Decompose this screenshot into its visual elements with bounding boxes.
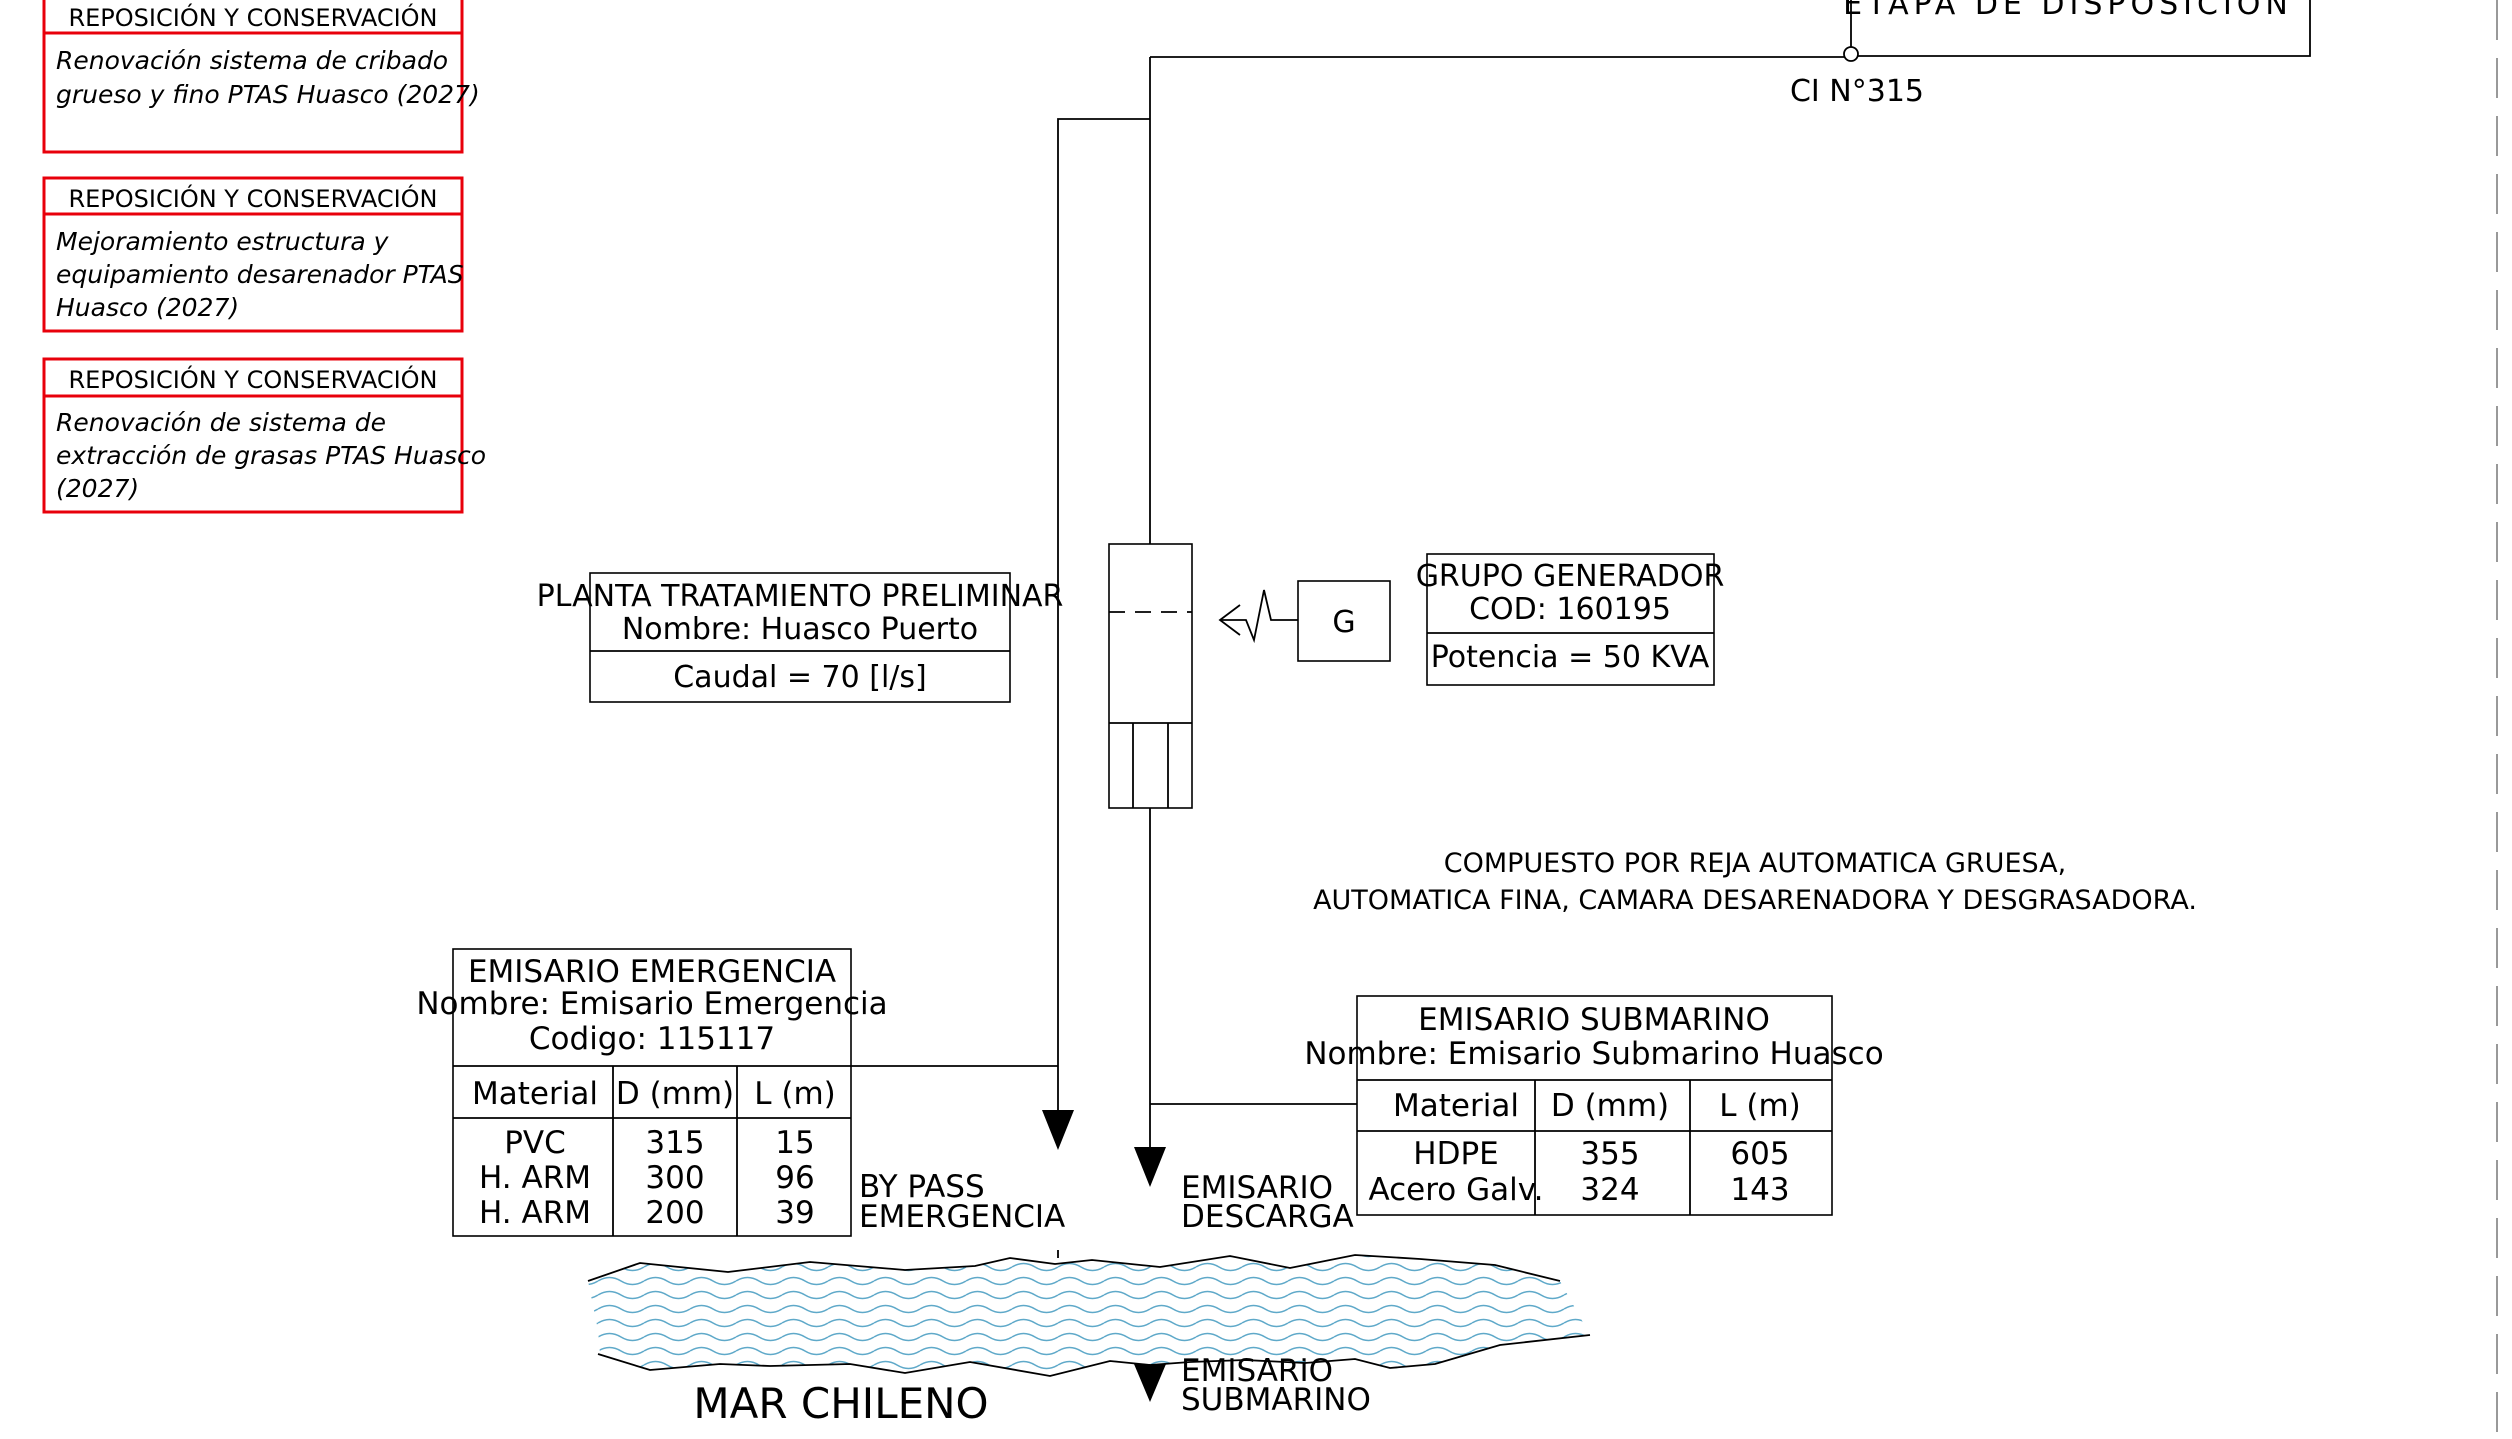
submarine-row-2-material: Acero Galv. bbox=[1368, 1172, 1543, 1208]
generator-box-frame bbox=[1426, 553, 1715, 686]
submarine-row-1-diameter: 355 bbox=[1580, 1136, 1639, 1172]
bypass-label-1: BY PASS bbox=[859, 1169, 985, 1205]
red-note-1-line-1: Renovación sistema de cribado bbox=[56, 46, 448, 75]
red-note-3-heading: REPOSICIÓN Y CONSERVACIÓN bbox=[68, 364, 437, 394]
discharge-label-2: DESCARGA bbox=[1181, 1199, 1354, 1235]
red-note-3-line-2: extracción de grasas PTAS Huasco bbox=[56, 441, 486, 470]
disposal-box-title: ETAPA DE DISPOSICIÓN bbox=[1843, 0, 2293, 22]
disposal-box-frame bbox=[1850, 0, 2311, 57]
power-arrow-icon bbox=[1218, 604, 1241, 636]
inspection-chamber: CI N°315 bbox=[1790, 46, 1924, 109]
disposal-box: ETAPA DE DISPOSICIÓN bbox=[1843, 0, 2311, 57]
red-note-3-line-1: Renovación de sistema de bbox=[56, 408, 386, 437]
inspection-chamber-icon bbox=[1843, 46, 1859, 62]
treatment-unit bbox=[1108, 543, 1193, 809]
red-note-1-line-2: grueso y fino PTAS Huasco (2027) bbox=[56, 80, 480, 109]
red-note-2-line-3: Huasco (2027) bbox=[56, 293, 239, 322]
red-note-2: REPOSICIÓN Y CONSERVACIÓN Mejoramiento e… bbox=[42, 176, 464, 333]
red-note-2-heading: REPOSICIÓN Y CONSERVACIÓN bbox=[68, 183, 437, 213]
inspection-chamber-label: CI N°315 bbox=[1790, 74, 1924, 109]
sea-top-edge bbox=[587, 1254, 1561, 1282]
emergency-row-3-length: 39 bbox=[775, 1195, 814, 1231]
discharge-label-1: EMISARIO bbox=[1181, 1170, 1333, 1206]
submarine-header-diameter: D (mm) bbox=[1551, 1088, 1669, 1124]
emergency-table-frame bbox=[452, 948, 852, 1237]
emergency-name: Nombre: Emisario Emergencia bbox=[416, 986, 887, 1022]
red-note-2-frame bbox=[42, 176, 464, 333]
submarine-row-2-length: 143 bbox=[1730, 1172, 1789, 1208]
plant-name: Nombre: Huasco Puerto bbox=[622, 612, 978, 647]
emergency-row-2-material: H. ARM bbox=[479, 1160, 591, 1196]
emergency-outfall-table: EMISARIO EMERGENCIA Nombre: Emisario Eme… bbox=[416, 948, 888, 1237]
flow-labels: BY PASS EMERGENCIA EMISARIO DESCARGA EMI… bbox=[859, 1169, 1371, 1418]
red-note-3-line-3: (2027) bbox=[56, 474, 139, 503]
composition-note: COMPUESTO POR REJA AUTOMATICA GRUESA, AU… bbox=[1313, 848, 2197, 916]
plant-box: PLANTA TRATAMIENTO PRELIMINAR Nombre: Hu… bbox=[537, 572, 1064, 703]
sea-label: MAR CHILENO bbox=[693, 1379, 988, 1428]
submarine-header-material: Material bbox=[1393, 1088, 1519, 1124]
emergency-row-1-material: PVC bbox=[504, 1125, 566, 1161]
emergency-header-diameter: D (mm) bbox=[616, 1076, 734, 1112]
plant-box-frame bbox=[589, 572, 1011, 703]
red-note-1: REPOSICIÓN Y CONSERVACIÓN Renovación sis… bbox=[42, 0, 480, 154]
generator-power: Potencia = 50 KVA bbox=[1431, 640, 1710, 675]
submarine-row-1-length: 605 bbox=[1730, 1136, 1789, 1172]
sea-bottom-edge bbox=[597, 1334, 1591, 1377]
submarine-row-2-diameter: 324 bbox=[1580, 1172, 1639, 1208]
sea-waves bbox=[588, 1255, 1590, 1376]
submarine-row-1-material: HDPE bbox=[1413, 1136, 1498, 1172]
submarine-arrow-icon bbox=[1134, 1364, 1166, 1402]
emergency-row-2-length: 96 bbox=[775, 1160, 814, 1196]
red-note-2-line-2: equipamiento desarenador PTAS bbox=[56, 260, 464, 289]
flow-arrows bbox=[1042, 1110, 1166, 1402]
red-note-3: REPOSICIÓN Y CONSERVACIÓN Renovación de … bbox=[42, 357, 486, 514]
emergency-header-length: L (m) bbox=[754, 1076, 836, 1112]
emergency-row-2-diameter: 300 bbox=[645, 1160, 704, 1196]
red-note-1-heading: REPOSICIÓN Y CONSERVACIÓN bbox=[68, 2, 437, 32]
bypass-arrow-icon bbox=[1042, 1110, 1074, 1150]
emergency-row-1-diameter: 315 bbox=[645, 1125, 704, 1161]
submarine-header-length: L (m) bbox=[1719, 1088, 1801, 1124]
emergency-row-3-material: H. ARM bbox=[479, 1195, 591, 1231]
red-note-2-line-1: Mejoramiento estructura y bbox=[56, 227, 390, 256]
plant-title: PLANTA TRATAMIENTO PRELIMINAR bbox=[537, 579, 1064, 614]
submarine-label-2: SUBMARINO bbox=[1181, 1382, 1371, 1418]
submarine-outfall-table: EMISARIO SUBMARINO Nombre: Emisario Subm… bbox=[1304, 995, 1884, 1216]
generator-code: COD: 160195 bbox=[1469, 592, 1671, 627]
submarine-table-frame bbox=[1356, 995, 1833, 1216]
emergency-row-1-length: 15 bbox=[775, 1125, 814, 1161]
bypass-label-2: EMERGENCIA bbox=[859, 1199, 1065, 1235]
emergency-title: EMISARIO EMERGENCIA bbox=[468, 954, 836, 990]
red-note-3-frame bbox=[42, 357, 464, 514]
treatment-unit-frame bbox=[1108, 543, 1193, 809]
composition-note-line-2: AUTOMATICA FINA, CAMARA DESARENADORA Y D… bbox=[1313, 885, 2197, 916]
red-note-1-frame bbox=[42, 0, 464, 154]
emergency-row-3-diameter: 200 bbox=[645, 1195, 704, 1231]
composition-note-line-1: COMPUESTO POR REJA AUTOMATICA GRUESA, bbox=[1444, 848, 2066, 879]
generator-symbol bbox=[1297, 580, 1391, 662]
emergency-header-material: Material bbox=[472, 1076, 598, 1112]
power-link: G bbox=[1218, 580, 1391, 662]
plant-flow: Caudal = 70 [l/s] bbox=[673, 660, 927, 695]
emergency-code: Codigo: 115117 bbox=[529, 1021, 775, 1057]
discharge-arrow-icon bbox=[1134, 1147, 1166, 1187]
generator-box: GRUPO GENERADOR COD: 160195 Potencia = 5… bbox=[1416, 553, 1725, 686]
submarine-name: Nombre: Emisario Submarino Huasco bbox=[1304, 1036, 1883, 1072]
sea: MAR CHILENO bbox=[587, 1254, 1591, 1428]
power-link-line bbox=[1220, 589, 1298, 644]
piping bbox=[851, 56, 1852, 1258]
bypass-pipe bbox=[1057, 118, 1150, 1110]
generator-title: GRUPO GENERADOR bbox=[1416, 559, 1725, 594]
submarine-title: EMISARIO SUBMARINO bbox=[1418, 1002, 1770, 1038]
generator-symbol-label: G bbox=[1332, 605, 1355, 640]
